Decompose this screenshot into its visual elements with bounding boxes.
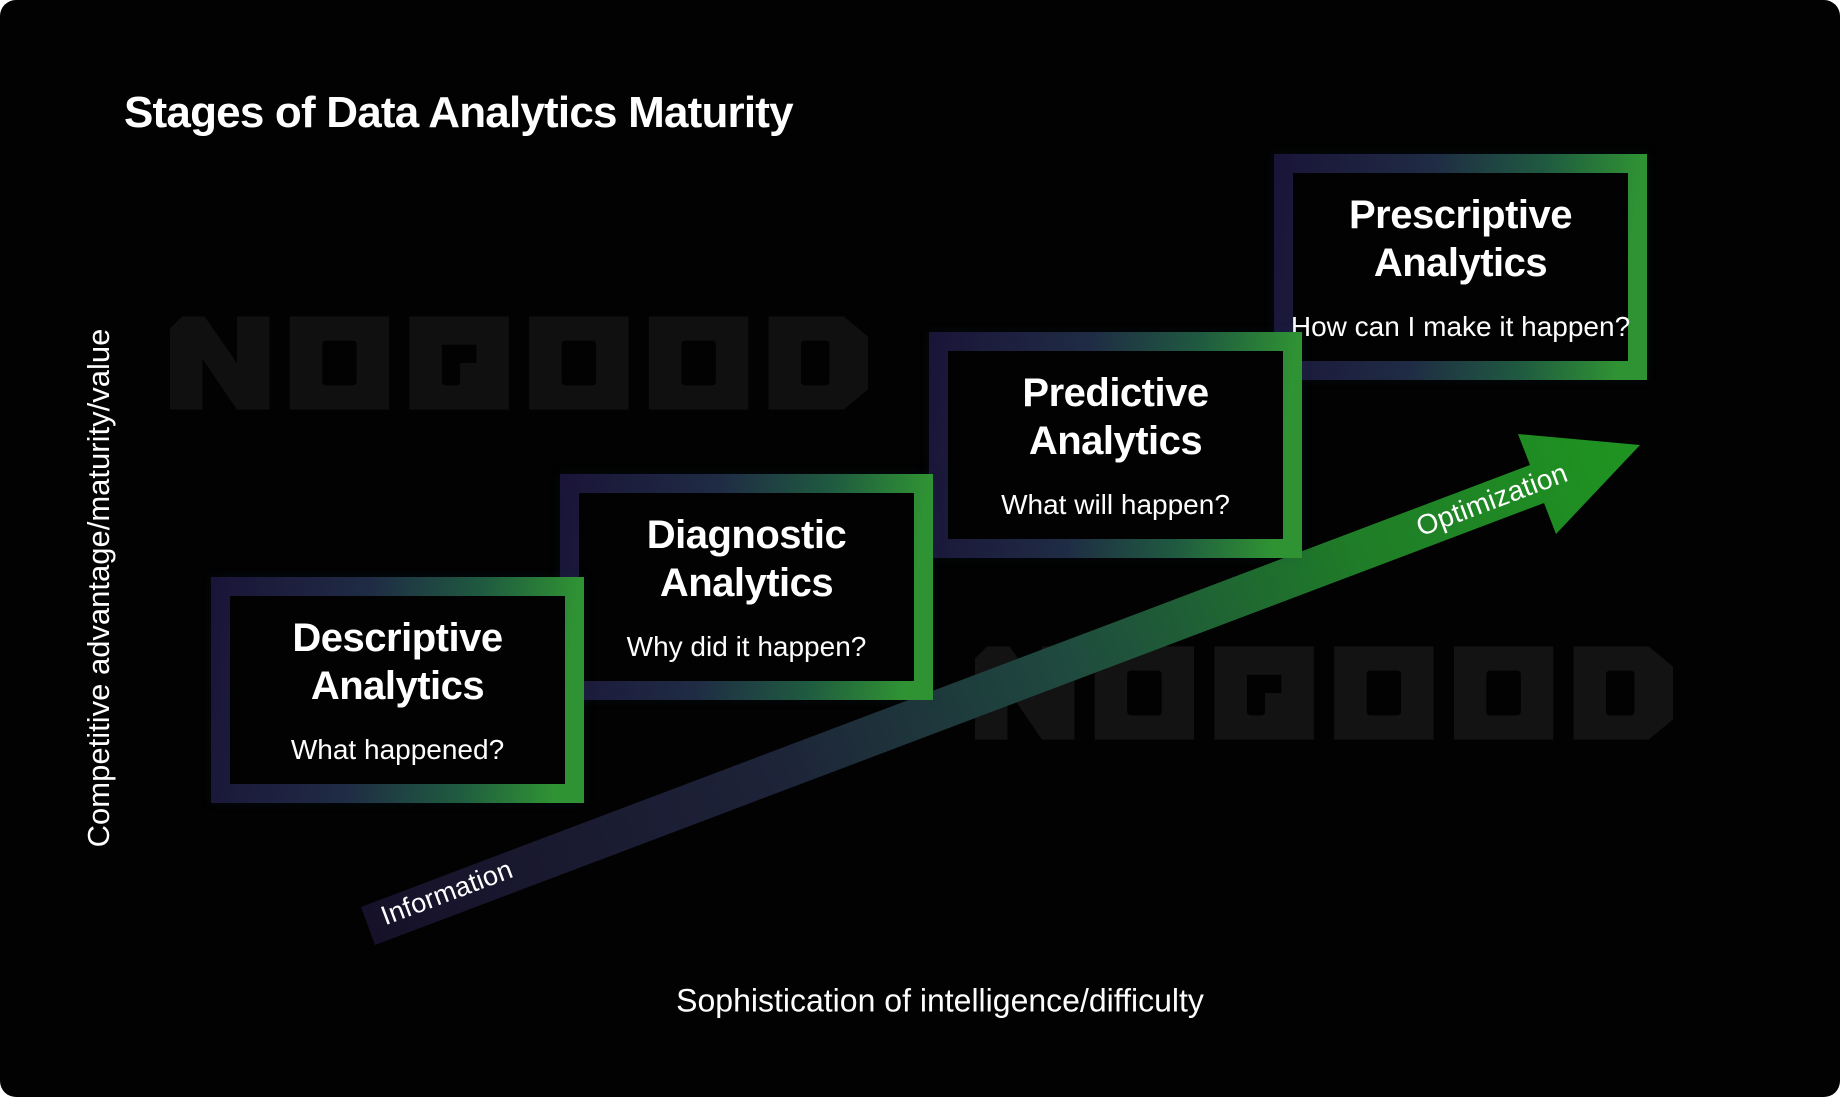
stage-box-content: Predictive Analytics What will happen? (948, 351, 1283, 539)
stage-box-predictive: Predictive Analytics What will happen? (929, 332, 1302, 558)
page-title: Stages of Data Analytics Maturity (124, 88, 794, 137)
stage-box-diagnostic: Diagnostic Analytics Why did it happen? (560, 474, 933, 700)
stage-question: How can I make it happen? (1290, 311, 1631, 342)
stage-title: Prescriptive Analytics (1348, 193, 1573, 285)
stage-box-content: Descriptive Analytics What happened? (230, 596, 565, 784)
x-axis-label: Sophistication of intelligence/difficult… (676, 982, 1204, 1019)
stage-title: Descriptive Analytics (292, 616, 503, 708)
stage-box-content: Prescriptive Analytics How can I make it… (1290, 173, 1631, 361)
stage-title: Diagnostic Analytics (646, 513, 847, 605)
stage-box-prescriptive: Prescriptive Analytics How can I make it… (1274, 154, 1647, 380)
stage-box-content: Diagnostic Analytics Why did it happen? (579, 493, 914, 681)
stage-box-descriptive: Descriptive Analytics What happened? (211, 577, 584, 803)
y-axis-label: Competitive advantage/maturity/value (81, 328, 116, 848)
nogood-watermark-bottom (975, 646, 1673, 740)
stage-question: What happened? (290, 734, 505, 765)
stage-question: Why did it happen? (626, 631, 867, 662)
arrow-end-label: Optimization (1411, 456, 1572, 543)
nogood-watermark-top (170, 316, 868, 410)
stage-title: Predictive Analytics (1022, 371, 1209, 463)
stage-question: What will happen? (1001, 489, 1230, 520)
arrow-start-label: Information (376, 854, 517, 932)
